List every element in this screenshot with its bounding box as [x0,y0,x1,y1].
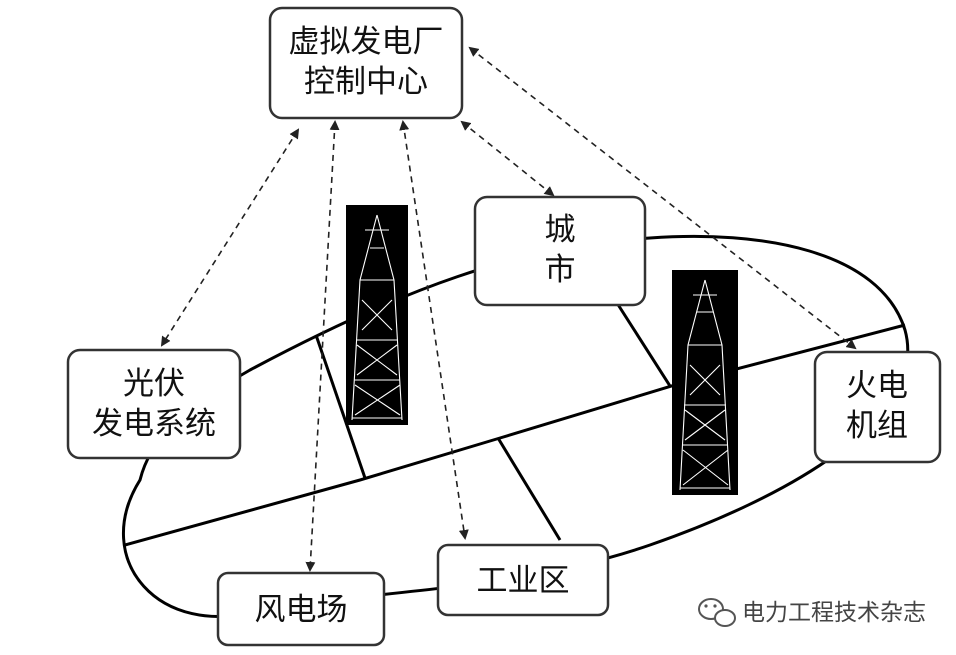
tower-icon [346,205,408,425]
link-control-industrial [399,120,469,540]
link-control-wind [305,120,340,572]
link-control-pv [160,128,300,347]
thermal-line1: 火电 [846,368,908,404]
link-control-city [460,120,555,197]
watermark-text: 电力工程技术杂志 [742,600,926,626]
pv-node: 光伏 发电系统 [66,348,242,460]
pv-line1: 光伏 [123,366,185,402]
control-center-node: 虚拟发电厂 控制中心 [268,6,464,120]
thermal-node: 火电 机组 [813,350,942,464]
industrial-label: 工业区 [477,563,570,599]
industrial-node: 工业区 [436,543,610,617]
city-line2: 市 [545,252,576,288]
tower-icon [672,270,738,495]
branch-industrial-line [496,437,562,541]
city-node: 城 市 [473,195,647,307]
city-line1: 城 [545,212,576,248]
wind-node: 风电场 [216,571,386,647]
wind-label: 风电场 [255,592,348,628]
pv-line2: 发电系统 [92,406,216,442]
link-control-thermal [468,46,857,350]
wechat-icon [698,598,736,627]
control-center-line1: 虚拟发电厂 [289,24,444,60]
control-center-line2: 控制中心 [304,64,428,100]
main-transmission-line [124,323,906,547]
thermal-line2: 机组 [846,408,908,444]
watermark: 电力工程技术杂志 [698,598,926,627]
branch-city-line [615,302,672,387]
